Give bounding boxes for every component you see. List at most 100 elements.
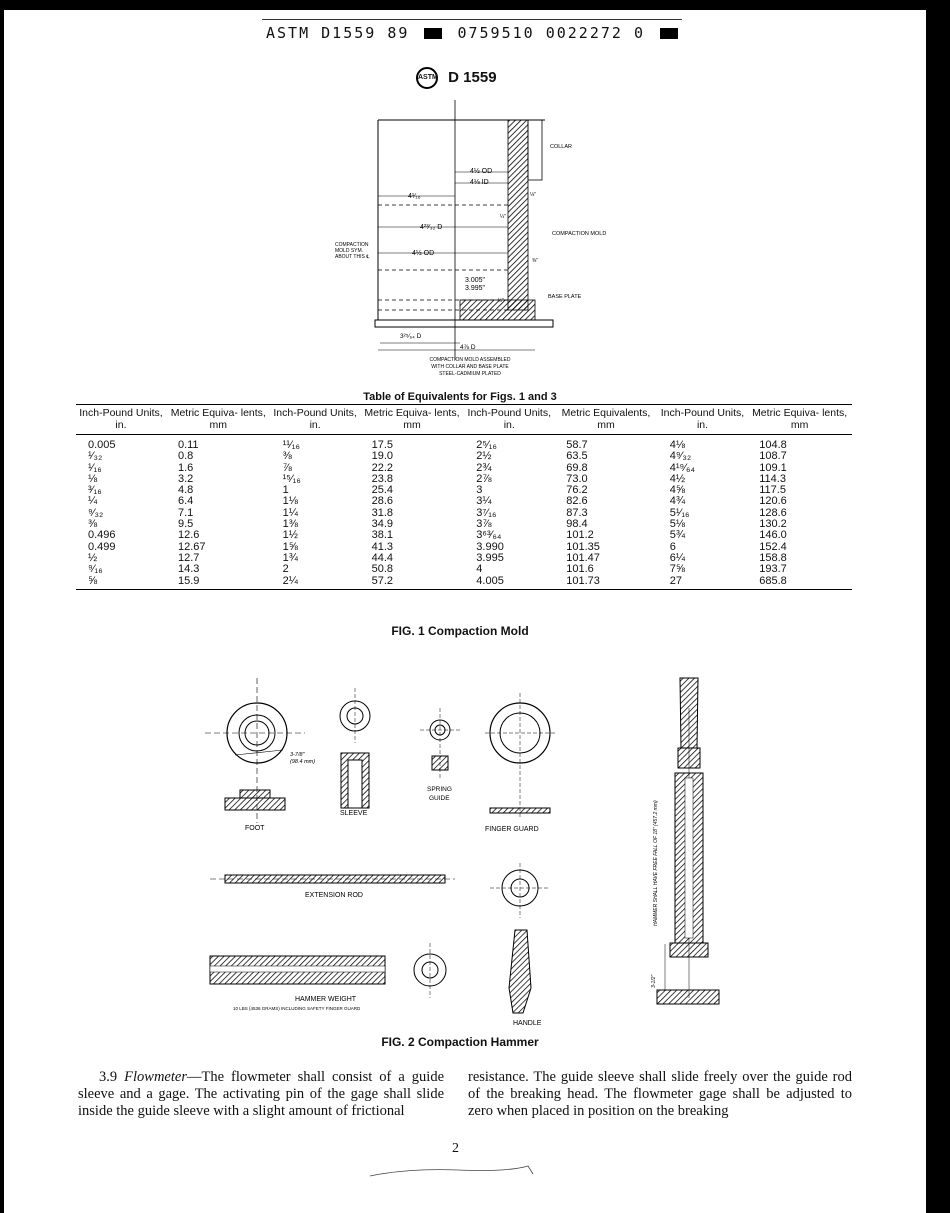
table-cell: 3.995	[476, 551, 504, 564]
table-cell: ⁹⁄₁₆	[88, 563, 103, 576]
fig1-note-1: COMPACTION MOLD ASSEMBLED	[429, 357, 510, 363]
table-cell: 1¼	[282, 506, 298, 519]
table-cell: 1⅛	[282, 495, 298, 508]
small-guard-part	[490, 863, 550, 918]
table-cell: 152.4	[759, 540, 787, 553]
table-cell: 2¼	[270, 575, 360, 590]
label-spring-1: SPRING	[427, 786, 452, 793]
table-cell: 4.8	[177, 484, 194, 497]
col-header: Inch-Pound Units, in.	[464, 404, 555, 435]
table-cell: 128.6	[759, 506, 787, 519]
label-hammer-note: 10 LBS (4536 GRAMS) INCLUDING SAFETY FIN…	[233, 1006, 361, 1011]
collar-section	[527, 119, 543, 181]
table-cell: 5¹⁄₁₆	[669, 506, 690, 519]
table-cell: 98.4	[566, 518, 588, 531]
table-cell: 2⅞	[476, 472, 492, 485]
scan-pen-mark	[369, 1165, 534, 1177]
header-left-text: ASTM D1559 89	[266, 24, 410, 42]
table-cell: 4	[476, 563, 483, 576]
finger-guard-part: FINGER GUARD	[485, 693, 555, 833]
table-cell: 76.2	[566, 484, 588, 497]
table-cell: 114.3	[759, 472, 786, 485]
table-cell: 4⁹⁄₃₂	[669, 450, 692, 463]
sleeve-part: SLEEVE	[339, 688, 371, 817]
table-cell: ¹⁵⁄₁₆	[282, 472, 301, 485]
table-cell: 158.8	[759, 551, 787, 564]
col-header: Inch-Pound Units, in.	[657, 404, 748, 435]
scan-left-border	[0, 0, 4, 1213]
section-text-left: —The flowmeter shall consist of a guide …	[78, 1069, 445, 1119]
table-cell: 38.1	[371, 529, 394, 542]
table-cell: ¹¹⁄₁₆	[282, 439, 300, 451]
label-hammer-weight: HAMMER WEIGHT	[295, 996, 357, 1003]
astm-logo: ASTM	[416, 67, 438, 89]
label-collar: COLLAR	[550, 144, 572, 150]
hammer-weight-part: HAMMER WEIGHT 10 LBS (4536 GRAMS) INCLUD…	[209, 943, 447, 1011]
table-cell: ½	[88, 551, 98, 564]
table-cell: 44.4	[371, 551, 394, 564]
section-number: 3.9	[99, 1069, 118, 1085]
table-cell: 1	[282, 484, 289, 497]
fig2-caption: FIG. 2 Compaction Hammer	[381, 1035, 539, 1049]
table-cell: 0.005	[88, 439, 116, 451]
label-compaction-mold: COMPACTION MOLD	[552, 231, 606, 237]
table-cell: 130.2	[759, 518, 787, 531]
foot-dim-2: (98.4 mm)	[290, 759, 315, 765]
base-plate-outline	[374, 319, 554, 328]
label-base-plate: BASE PLATE	[548, 294, 582, 300]
label-od-mid: 4½ OD	[412, 249, 434, 257]
table-cell: 101.6	[566, 563, 594, 576]
label-side-4: ½"	[498, 297, 504, 304]
label-od-top: 4½ OD	[470, 167, 492, 175]
table-cell: 57.2	[359, 575, 465, 590]
table-cell: 6	[669, 540, 676, 553]
standard-designation: ASTM D 1559	[416, 67, 497, 89]
label-sleeve: SLEEVE	[340, 810, 368, 817]
table-cell: ⅜	[88, 518, 98, 531]
table-cell: 3.990	[476, 540, 504, 553]
table-header-row: Inch-Pound Units, in. Metric Equiva- len…	[76, 404, 852, 435]
col-header: Metric Equiva- lents, mm	[165, 404, 271, 435]
table-cell: 3⅞	[476, 518, 492, 531]
label-dim-side: 3-1/2"	[651, 975, 657, 988]
fig1-note-2: WITH COLLAR AND BASE PLATE	[431, 364, 509, 370]
header-right-text: 0759510 0022272 0	[457, 24, 645, 42]
label-side-2: ¼"	[500, 214, 506, 220]
col-header: Metric Equivalents, mm	[554, 404, 658, 435]
col-header: Metric Equiva- lents, mm	[359, 404, 465, 435]
header-block-mark	[424, 28, 443, 39]
table-cell: ⁹⁄₃₂	[88, 506, 104, 519]
table-cell: 117.5	[759, 484, 786, 497]
table-cell: 101.73	[554, 575, 658, 590]
table-cell: 1⅝	[282, 540, 298, 553]
table-cell: 17.5	[371, 439, 394, 451]
fig1-compaction-mold-drawing: 4½ OD 4⅛ ID 4¹⁄₁₆ 4²³⁄₃₂ D 4½ OD 3.005" …	[335, 100, 606, 377]
table-cell: 31.8	[371, 506, 394, 519]
table-cell: ⅞	[282, 461, 292, 474]
table-cell: 3	[476, 484, 483, 497]
label-dim-bottom-b: 4⅞ D	[460, 344, 476, 351]
table-cell: 104.8	[759, 439, 787, 451]
table-cell: 23.8	[371, 472, 394, 485]
section-text-right: resistance. The guide sleeve shall slide…	[468, 1069, 852, 1119]
table-cell: 73.0	[566, 472, 588, 485]
fig2-compaction-hammer-drawing: 3-7/8" (98.4 mm) FOOT SLEEVE SPRING GUID…	[205, 677, 720, 1027]
label-sym-1: COMPACTION	[335, 242, 369, 248]
table-cell: 34.9	[371, 518, 394, 531]
table-cell: 108.7	[759, 450, 787, 463]
table-cell: 3¼	[476, 495, 492, 508]
table-cell: 14.3	[177, 563, 200, 576]
table-cell: 1¾	[282, 551, 298, 564]
mold-wall-section	[507, 119, 529, 311]
